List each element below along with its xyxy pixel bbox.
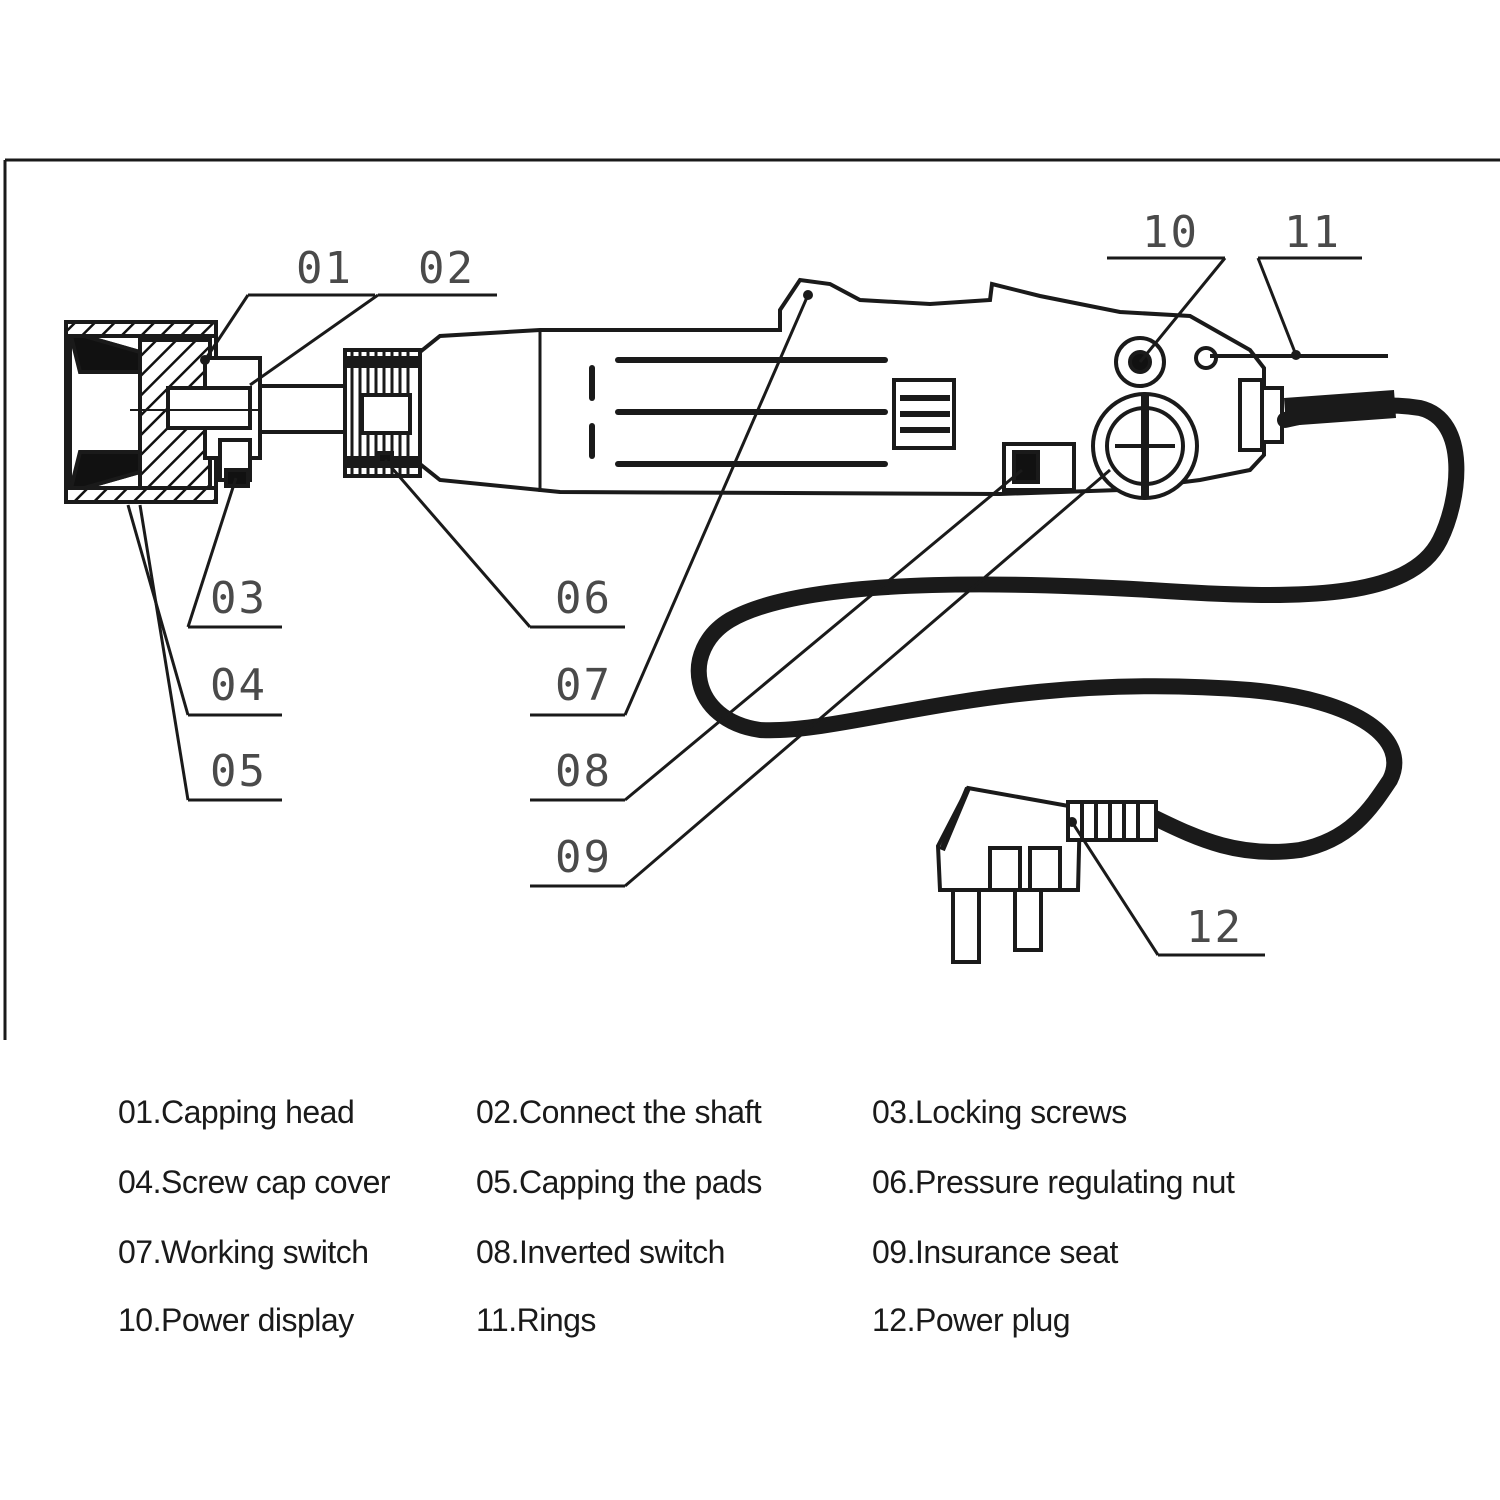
legend-item-04: 04.Screw cap cover bbox=[118, 1164, 391, 1200]
tool-body-drawing bbox=[418, 277, 1284, 500]
callout-05: 05 bbox=[210, 746, 267, 797]
legend-item-06: 06.Pressure regulating nut bbox=[872, 1164, 1235, 1200]
legend-item-07: 07.Working switch bbox=[118, 1234, 369, 1270]
legend-item-11: 11.Rings bbox=[476, 1302, 596, 1338]
legend-item-02: 02.Connect the shaft bbox=[476, 1094, 762, 1130]
callout-02: 02 bbox=[418, 243, 475, 294]
legend-item-03: 03.Locking screws bbox=[872, 1094, 1127, 1130]
leader-lines bbox=[126, 256, 1388, 957]
legend-item-05: 05.Capping the pads bbox=[476, 1164, 762, 1200]
legend-item-08: 08.Inverted switch bbox=[476, 1234, 725, 1270]
legend-item-01: 01.Capping head bbox=[118, 1094, 355, 1130]
callout-04: 04 bbox=[210, 660, 267, 711]
callout-07: 07 bbox=[555, 660, 612, 711]
diagram-frame bbox=[3, 158, 1500, 1040]
callout-09: 09 bbox=[555, 832, 612, 883]
callout-10: 10 bbox=[1142, 207, 1199, 258]
pressure-nut-drawing bbox=[343, 348, 422, 478]
callout-08: 08 bbox=[555, 746, 612, 797]
callout-labels: 01 02 03 04 05 06 07 08 09 10 11 12 bbox=[210, 207, 1341, 953]
legend-item-09: 09.Insurance seat bbox=[872, 1234, 1118, 1270]
callout-06: 06 bbox=[555, 573, 612, 624]
power-cable-drawing bbox=[690, 390, 1465, 860]
capping-head-drawing bbox=[64, 320, 347, 504]
callout-01: 01 bbox=[296, 243, 353, 294]
callout-12: 12 bbox=[1186, 902, 1243, 953]
callout-03: 03 bbox=[210, 573, 267, 624]
power-plug-drawing bbox=[935, 785, 1158, 964]
legend-item-10: 10.Power display bbox=[118, 1302, 354, 1338]
leader-dots bbox=[200, 290, 1301, 827]
legend-item-12: 12.Power plug bbox=[872, 1302, 1071, 1338]
callout-11: 11 bbox=[1284, 207, 1341, 258]
